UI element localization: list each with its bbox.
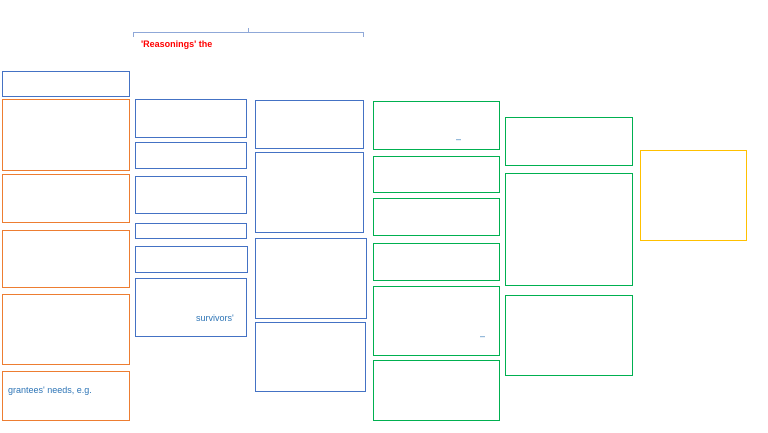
col1-box-1 — [2, 99, 130, 171]
col4-box-5-dash: – — [480, 331, 486, 341]
col1-box-3 — [2, 230, 130, 288]
col3-box-3 — [255, 238, 367, 319]
col1-box-4 — [2, 294, 130, 365]
col2-box-4 — [135, 223, 247, 239]
col4-box-1: – — [373, 101, 500, 150]
col2-box-5 — [135, 246, 248, 273]
col5-box-3 — [505, 295, 633, 376]
col3-box-2 — [255, 152, 364, 233]
reasonings-annotation: 'Reasonings' the — [141, 39, 213, 49]
col2-box-2 — [135, 142, 247, 169]
top-bracket-right-tick — [363, 32, 364, 37]
col4-box-1-dash: – — [456, 134, 462, 144]
col3-box-4 — [255, 322, 366, 392]
col1-header-box — [2, 71, 130, 97]
col4-box-2 — [373, 156, 500, 193]
col4-box-4 — [373, 243, 500, 281]
survivors-label: survivors' — [196, 313, 234, 323]
top-bracket-left-tick — [133, 32, 134, 37]
col1-box-2 — [2, 174, 130, 223]
col3-box-1 — [255, 100, 364, 149]
col4-box-6 — [373, 360, 500, 421]
col1-box-5: grantees' needs, e.g. — [2, 371, 130, 421]
col4-box-3 — [373, 198, 500, 236]
col5-box-2 — [505, 173, 633, 286]
grantees-needs-label: grantees' needs, e.g. — [8, 385, 92, 395]
col2-box-6: survivors' — [135, 278, 247, 337]
col2-box-3 — [135, 176, 247, 214]
top-bracket-center-tick — [248, 28, 249, 33]
col2-box-1 — [135, 99, 247, 138]
col6-box-1 — [640, 150, 747, 241]
col4-box-5: – — [373, 286, 500, 356]
col5-box-1 — [505, 117, 633, 166]
